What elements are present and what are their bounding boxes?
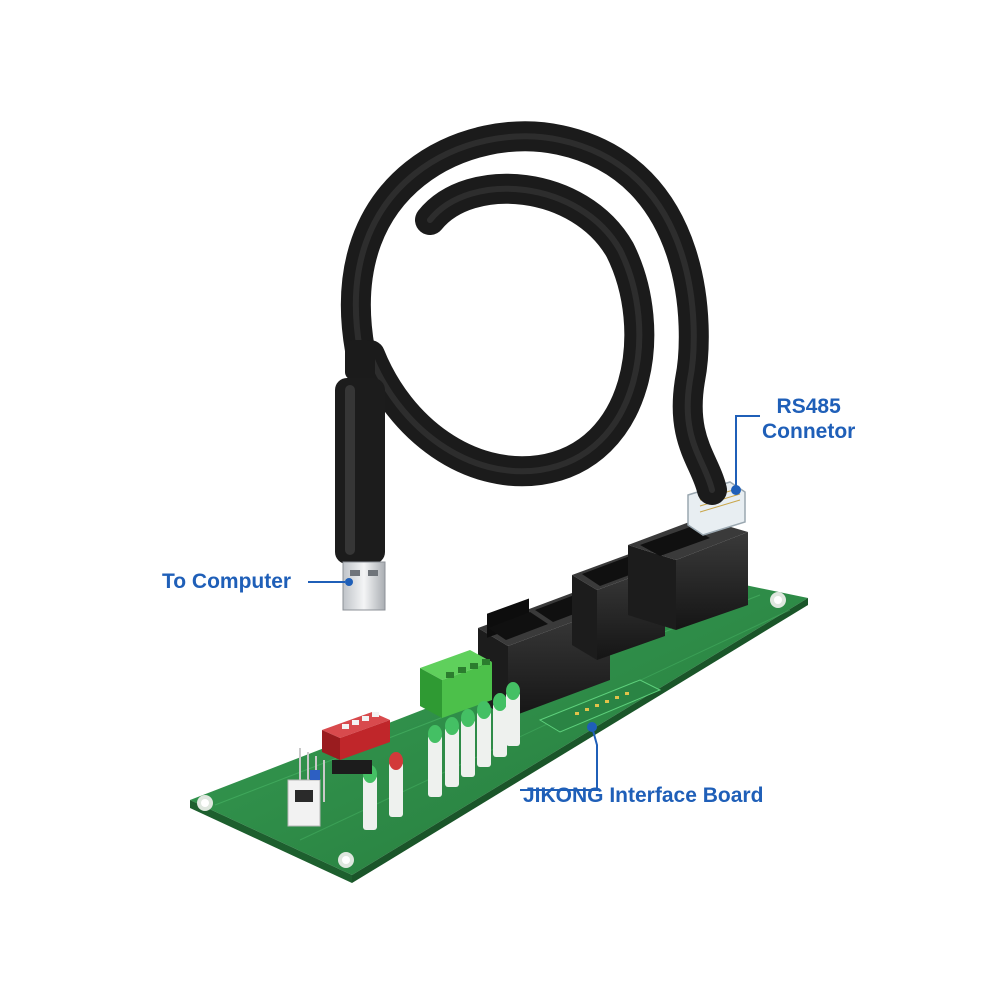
to-computer-label: To Computer: [162, 570, 292, 593]
rj45-jack-right: [628, 518, 748, 630]
slide-switch: [287, 770, 321, 827]
pcb-edge-side: [352, 598, 808, 883]
callout-dot: [587, 722, 597, 732]
flat-cable: [340, 121, 727, 505]
board-callout-line: [520, 726, 598, 791]
callout-lines: [308, 415, 760, 791]
usb-connector: [335, 340, 386, 611]
rs485-callout-line: [735, 415, 760, 490]
rs485-connector-label: RS485 Connetor: [762, 394, 855, 444]
rs485-label-line2: Connetor: [762, 420, 856, 443]
interface-board-label: JIKONG Interface Board: [523, 784, 764, 807]
rs485-label-line1: RS485: [776, 395, 841, 418]
led-row: [363, 682, 520, 830]
dip-switch: [322, 712, 390, 774]
callout-dot: [345, 578, 353, 586]
pcb-edge-front: [190, 800, 352, 883]
